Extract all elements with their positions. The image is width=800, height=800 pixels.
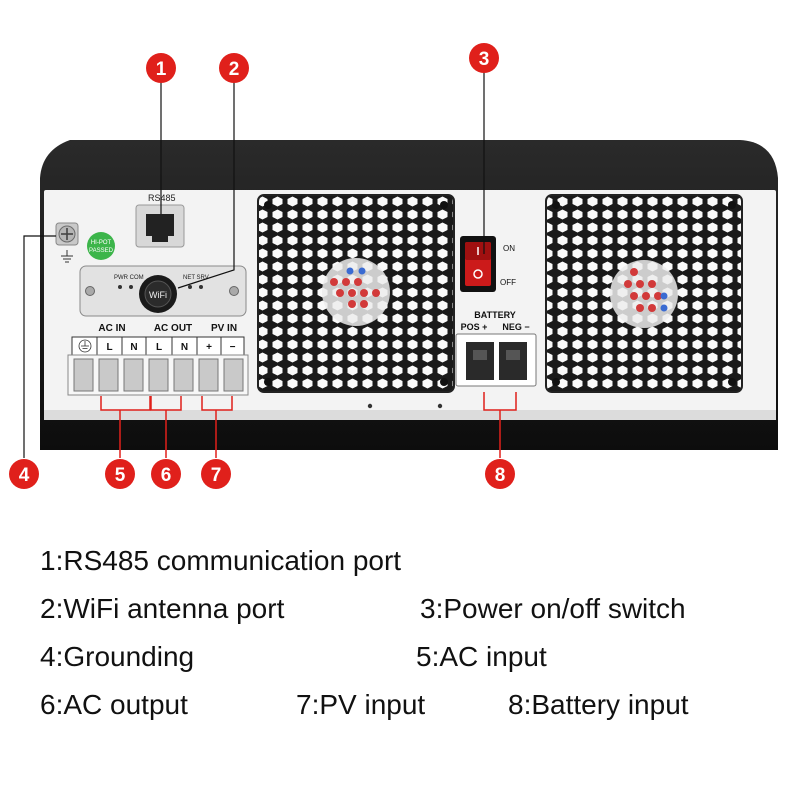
passed-label: PASSED [89,248,114,254]
legend-item-2: 2:WiFi antenna port [40,593,285,624]
legend-item-7: 7:PV input [296,689,426,720]
legend-item-4: 4:Grounding [40,641,195,672]
terminal-block: L N L N + − [67,336,249,396]
pwr-com-label: PWR COM [114,275,144,281]
pv-in-label: PV IN [211,323,237,334]
legend-item-5: 5:AC input [416,641,547,672]
battery-pos-label: POS + [461,322,488,332]
ac-out-label: AC OUT [154,323,192,334]
switch-off-label: OFF [500,278,516,287]
battery-neg-label: NEG − [502,322,529,332]
svg-text:8: 8 [495,465,506,486]
callout-circles: 1 2 3 4 5 6 7 8 [9,43,515,489]
legend-item-1: 1:RS485 communication port [40,545,402,576]
svg-text:4: 4 [19,465,30,486]
callout-2: 2 [219,53,249,83]
hipot-sticker: HI-POT PASSED [87,232,115,260]
callout-8: 8 [485,459,515,489]
legend-item-8: 8:Battery input [508,689,689,720]
rs485-label: RS485 [148,193,176,203]
switch-on-label: ON [503,244,515,253]
callout-brackets [100,392,517,458]
cooling-fan-left [257,194,455,393]
hipot-label: HI-POT [91,240,112,246]
fan-warning-stickers-right [624,268,668,312]
ac-out-l-label: L [156,342,162,353]
wifi-antenna-port: PWR COM NET SRV WiFi [79,265,247,317]
net-srv-label: NET SRV [183,275,209,281]
callout-1: 1 [146,53,176,83]
legend-item-6: 6:AC output [40,689,188,720]
inverter-rear-panel-diagram: RS485 HI-POT PASSED PWR COM NET SRV [9,43,778,489]
ground-terminal-icon [78,339,92,353]
svg-text:1: 1 [156,59,167,80]
pv-minus-label: − [230,342,236,353]
svg-text:2: 2 [229,59,240,80]
callout-4: 4 [9,459,39,489]
battery-terminal: BATTERY POS + NEG − [455,310,537,387]
svg-text:3: 3 [479,49,490,70]
callout-5: 5 [105,459,135,489]
rs485-port: RS485 [135,193,185,248]
ac-in-label: AC IN [98,323,125,334]
pv-plus-label: + [206,342,212,353]
callout-3: 3 [469,43,499,73]
ac-out-n-label: N [181,342,188,353]
grounding-screw [55,222,79,263]
terminal-labels: AC IN AC OUT PV IN [98,323,237,334]
ac-in-n-label: N [130,342,137,353]
callout-leader-lines [23,72,485,458]
svg-text:6: 6 [161,465,172,486]
legend-item-3: 3:Power on/off switch [420,593,686,624]
svg-text:7: 7 [211,465,222,486]
svg-text:5: 5 [115,465,126,486]
callout-7: 7 [201,459,231,489]
callout-6: 6 [151,459,181,489]
fan-warning-stickers-left [330,267,380,308]
wifi-label: WiFi [149,290,167,300]
cooling-fan-right [545,194,743,393]
ac-in-l-label: L [106,342,112,353]
battery-label: BATTERY [474,310,516,320]
ground-symbol-icon [61,250,73,263]
